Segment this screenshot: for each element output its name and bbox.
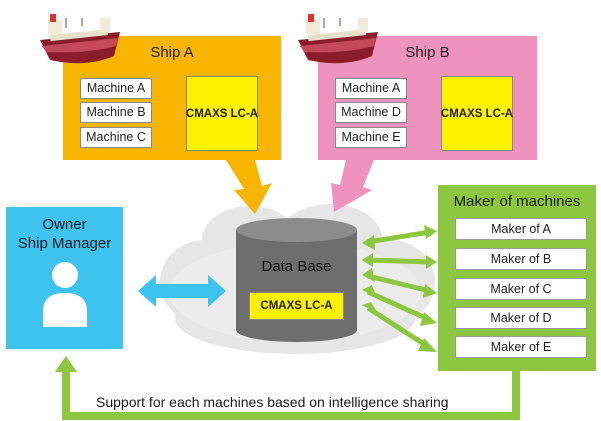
maker-box: Maker of machines Maker of A Maker of B …	[438, 185, 596, 371]
ship-b-machine-1: Machine A	[335, 78, 407, 99]
ship-b-machine-3: Machine E	[335, 127, 407, 148]
ship-b-cmaxs: CMAXS LC-A	[441, 76, 513, 151]
database-cylinder-icon	[236, 218, 357, 342]
maker-item: Maker of C	[455, 278, 587, 300]
maker-title: Maker of machines	[453, 193, 581, 210]
owner-box: Owner Ship Manager	[6, 207, 123, 349]
owner-label-line2: Ship Manager	[17, 235, 112, 252]
owner-label: Owner Ship Manager	[6, 215, 123, 253]
ship-a-machine-2: Machine B	[80, 102, 152, 123]
db-maker-arrows	[366, 229, 432, 351]
ship-icon	[40, 14, 120, 64]
database-cmaxs: CMAXS LC-A	[249, 292, 344, 320]
ship-b-to-db-arrow	[331, 160, 374, 212]
maker-item: Maker of E	[455, 336, 587, 358]
ship-a-to-db-arrow	[226, 160, 272, 214]
database-label: Data Base	[261, 258, 332, 275]
ship-a-machine-1: Machine A	[80, 78, 152, 99]
owner-label-line1: Owner	[42, 216, 87, 233]
ship-b-title: Ship B	[405, 44, 450, 61]
ship-b-machine-2: Machine D	[335, 102, 407, 123]
ship-a-machine-3: Machine C	[80, 127, 152, 148]
ship-icon	[298, 14, 378, 64]
maker-item: Maker of B	[455, 248, 587, 270]
support-caption: Support for each machines based on intel…	[96, 394, 449, 410]
ship-a-cmaxs: CMAXS LC-A	[186, 76, 258, 151]
ship-b-box: Ship B Machine A Machine D Machine E CMA…	[318, 36, 537, 160]
maker-item: Maker of A	[455, 218, 587, 240]
maker-item: Maker of D	[455, 307, 587, 329]
owner-db-double-arrow	[138, 275, 226, 307]
person-icon	[43, 262, 87, 327]
support-return-arrow	[55, 356, 520, 420]
ship-a-title: Ship A	[150, 44, 194, 61]
db-maker-arrowheads	[362, 225, 437, 352]
